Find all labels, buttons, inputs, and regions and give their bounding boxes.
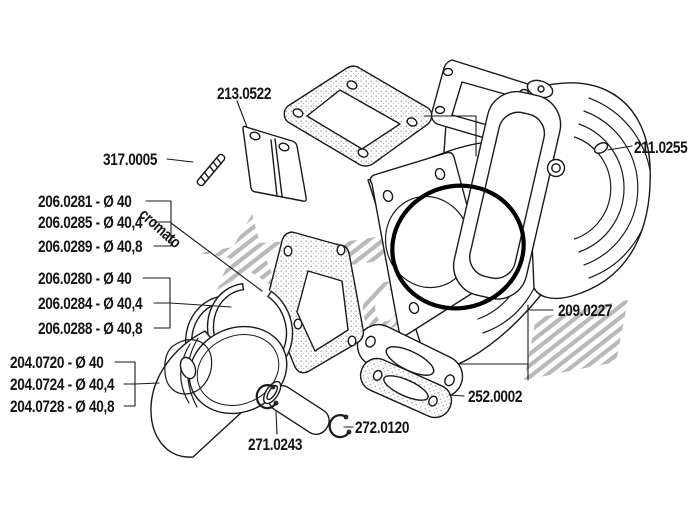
part-number-ring-top-408: 206.0289 - Ø 40,8	[38, 237, 143, 256]
piston-pin-drawing	[262, 380, 330, 435]
part-number-ring-bottom-404: 206.0284 - Ø 40,4	[38, 294, 143, 313]
part-number-reed-petals: 213.0522	[217, 84, 272, 103]
stud-drawing	[196, 153, 226, 187]
part-number-ring-top-404: 206.0285 - Ø 40,4	[38, 213, 143, 232]
watermark-fragment	[524, 300, 628, 380]
part-number-ring-top-40: 206.0281 - Ø 40	[38, 192, 132, 211]
reed-gasket-drawing	[283, 65, 433, 167]
piston-drawing	[150, 325, 288, 458]
circlip-right-drawing	[328, 414, 352, 439]
part-number-piston-404: 204.0724 - Ø 40,4	[10, 375, 115, 394]
part-number-piston-pin: 271.0243	[248, 435, 303, 454]
part-number-circlips: 272.0120	[355, 418, 410, 437]
part-number-ring-bottom-40: 206.0280 - Ø 40	[38, 269, 132, 288]
part-number-ring-bottom-408: 206.0288 - Ø 40,8	[38, 319, 143, 338]
part-number-stud: 317.0005	[103, 150, 158, 169]
circlip-left-drawing	[255, 384, 279, 410]
exhaust-gasket-drawing	[359, 357, 453, 419]
head-oring-drawing	[390, 183, 526, 311]
leader-lines	[114, 100, 633, 435]
part-number-exhaust-gasket: 252.0002	[468, 387, 523, 406]
part-number-cylinder-head: 211.0255	[634, 138, 688, 157]
watermark-star-shape	[199, 214, 291, 290]
part-number-gasket-set: 209.0227	[558, 301, 613, 320]
part-number-piston-408: 204.0728 - Ø 40,8	[10, 397, 115, 416]
part-number-piston-40: 204.0720 - Ø 40	[10, 353, 104, 372]
reed-petals-drawing	[242, 125, 307, 202]
